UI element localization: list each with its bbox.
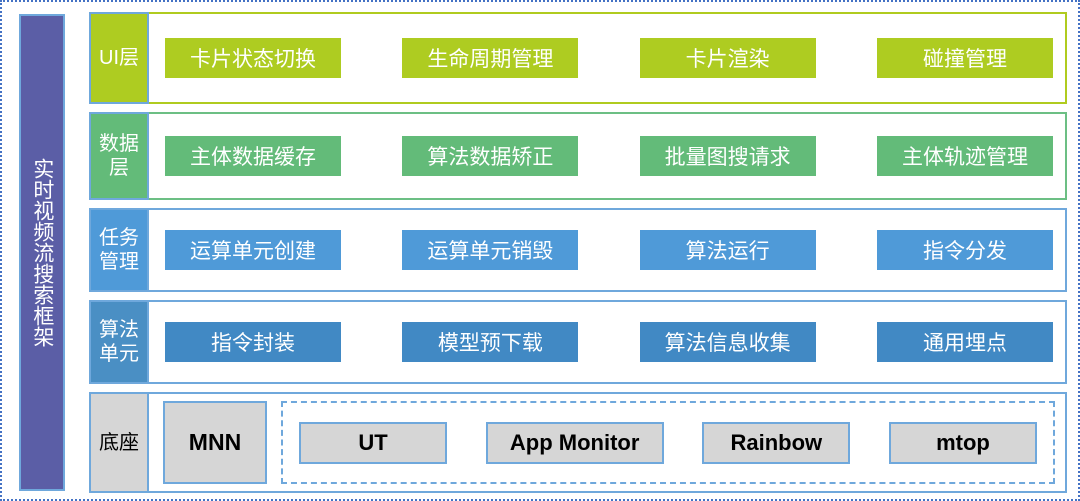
module-chip[interactable]: 算法数据矫正	[402, 136, 579, 176]
module-chip[interactable]: 卡片状态切换	[165, 38, 341, 78]
framework-title-text: 实时视频流搜索框架	[30, 158, 54, 347]
layer-items-data: 主体数据缓存 算法数据矫正 批量图搜请求 主体轨迹管理	[149, 112, 1067, 200]
layer-label-data: 数据层	[89, 112, 149, 200]
layer-row-ui: UI层 卡片状态切换 生命周期管理 卡片渲染 碰撞管理	[89, 12, 1067, 104]
layer-row-algo: 算法单元 指令封装 模型预下载 算法信息收集 通用埋点	[89, 300, 1067, 384]
layer-label-task: 任务管理	[89, 208, 149, 292]
module-chip[interactable]: 运算单元销毁	[402, 230, 579, 270]
module-chip[interactable]: 指令封装	[165, 322, 341, 362]
layer-row-task: 任务管理 运算单元创建 运算单元销毁 算法运行 指令分发	[89, 208, 1067, 292]
layer-items-base: MNN UT App Monitor Rainbow mtop	[149, 392, 1067, 493]
module-chip[interactable]: 碰撞管理	[876, 38, 1053, 78]
layer-row-base: 底座 MNN UT App Monitor Rainbow mtop	[89, 392, 1067, 493]
module-chip[interactable]: 算法运行	[639, 230, 816, 270]
module-chip[interactable]: 卡片渲染	[639, 38, 816, 78]
module-chip[interactable]: 批量图搜请求	[639, 136, 816, 176]
service-chip[interactable]: UT	[299, 421, 447, 464]
service-chip[interactable]: App Monitor	[485, 421, 664, 464]
layer-items-task: 运算单元创建 运算单元销毁 算法运行 指令分发	[149, 208, 1067, 292]
layer-label-algo: 算法单元	[89, 300, 149, 384]
layer-label-ui: UI层	[89, 12, 149, 104]
module-chip[interactable]: 指令分发	[876, 230, 1053, 270]
module-chip[interactable]: 运算单元创建	[165, 230, 341, 270]
module-chip[interactable]: 模型预下载	[402, 322, 579, 362]
module-chip[interactable]: 主体数据缓存	[165, 136, 341, 176]
engine-chip-mnn[interactable]: MNN	[163, 401, 267, 484]
module-chip[interactable]: 主体轨迹管理	[876, 136, 1053, 176]
layer-label-base: 底座	[89, 392, 149, 493]
module-chip[interactable]: 生命周期管理	[402, 38, 579, 78]
layer-items-ui: 卡片状态切换 生命周期管理 卡片渲染 碰撞管理	[149, 12, 1067, 104]
layer-stack: UI层 卡片状态切换 生命周期管理 卡片渲染 碰撞管理 数据层 主体数据缓存 算…	[89, 12, 1067, 493]
layer-row-data: 数据层 主体数据缓存 算法数据矫正 批量图搜请求 主体轨迹管理	[89, 112, 1067, 200]
module-chip[interactable]: 算法信息收集	[639, 322, 816, 362]
platform-services-group: UT App Monitor Rainbow mtop	[281, 401, 1055, 484]
service-chip[interactable]: Rainbow	[702, 421, 851, 464]
layer-items-algo: 指令封装 模型预下载 算法信息收集 通用埋点	[149, 300, 1067, 384]
service-chip[interactable]: mtop	[888, 421, 1037, 464]
framework-title-bar: 实时视频流搜索框架	[19, 14, 65, 491]
module-chip[interactable]: 通用埋点	[876, 322, 1053, 362]
